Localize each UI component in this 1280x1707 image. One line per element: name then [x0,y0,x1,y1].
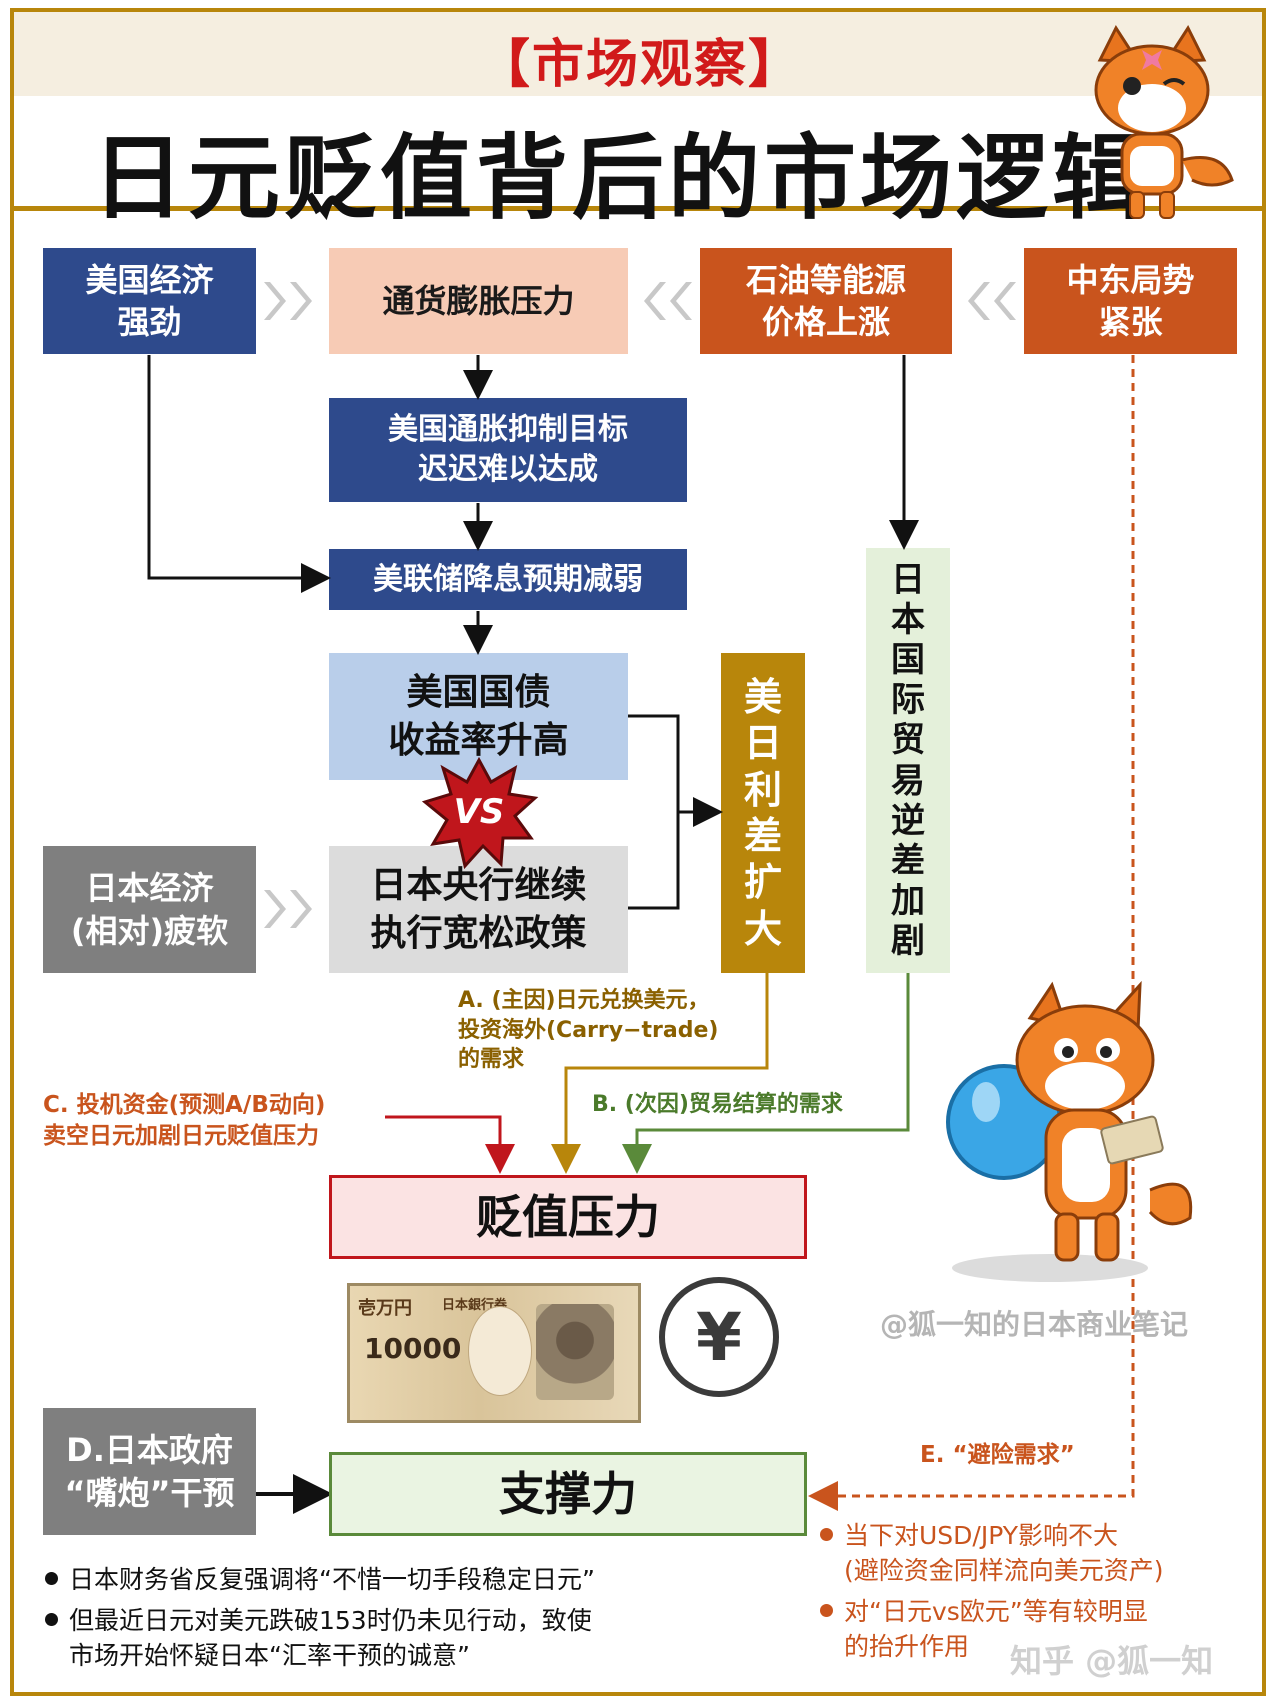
fox-mascot-top-icon [1094,24,1234,219]
rate-differential-box: 美 日 利 差 扩 大 [721,653,805,973]
yen-coin-icon: ¥ [659,1277,779,1397]
note-left-text: 日本财务省反复强调将“不惜一切手段稳定日元” [69,1565,595,1594]
header-tag: 【市场观察】 [477,35,802,95]
vs-badge-text: VS [453,792,505,832]
banknote-portrait [536,1304,614,1400]
bullet-dot-icon [45,1572,58,1585]
support-force-box: 支撑力 [329,1452,807,1536]
note-left-text: 但最近日元对美元跌破153时仍未见行动，致使 市场开始怀疑日本“汇率干预的诚意” [69,1606,592,1670]
label-e-safe-haven: E. “避险需求” [920,1442,1075,1468]
note-right-text: 对“日元vs欧元”等有较明显 的抬升作用 [844,1597,1148,1661]
oil-price-box: 石油等能源 价格上涨 [700,248,952,354]
note-right-text: 当下对USD/JPY影响不大 (避险资金同样流向美元资产) [844,1521,1164,1585]
fed-rate-cut-box: 美联储降息预期减弱 [329,549,687,610]
banknote-image: 壱万円 日本銀行券 10000 [347,1283,641,1423]
mideast-box: 中东局势 紧张 [1024,248,1237,354]
bullet-dot-icon [820,1528,833,1541]
notes-left-list: 日本财务省反复强调将“不惜一切手段稳定日元” 但最近日元对美元跌破153时仍未见… [43,1562,723,1679]
us-economy-box: 美国经济 强劲 [43,248,256,354]
note-left-item: 日本财务省反复强调将“不惜一切手段稳定日元” [43,1562,723,1597]
label-a-carry-trade: A. (主因)日元兑换美元， 投资海外(Carry−trade) 的需求 [458,988,719,1073]
watermark-text: @狐一知的日本商业笔记 [880,1308,1189,1341]
zhihu-watermark: 知乎 @狐一知 [1010,1642,1214,1680]
banknote-watermark-oval [468,1306,532,1396]
page-frame [10,8,1266,1696]
note-right-item: 当下对USD/JPY影响不大 (避险资金同样流向美元资产) [818,1518,1258,1588]
header-band [14,12,1262,96]
page-title: 日元贬值背后的市场逻辑 [91,125,1148,232]
title-divider [14,206,1262,211]
bullet-dot-icon [820,1604,833,1617]
trade-deficit-box: 日 本 国 际 贸 易 逆 差 加 剧 [866,548,950,973]
note-right-item: 对“日元vs欧元”等有较明显 的抬升作用 [818,1594,1258,1664]
jp-economy-box: 日本经济 (相对)疲软 [43,846,256,973]
inflation-box: 通货膨胀压力 [329,248,628,354]
label-b-trade-settlement: B. (次因)贸易结算的需求 [592,1092,843,1117]
depreciation-pressure-box: 贬值压力 [329,1175,807,1259]
us-inflation-target-box: 美国通胀抑制目标 迟迟难以达成 [329,398,687,502]
note-left-item: 但最近日元对美元跌破153时仍未见行动，致使 市场开始怀疑日本“汇率干预的诚意” [43,1603,723,1673]
banknote-top-text: 壱万円 [358,1298,412,1319]
banknote-value: 10000 [364,1332,462,1365]
gov-intervention-box: D.日本政府 “嘴炮”干预 [43,1408,256,1535]
label-c-speculation: C. 投机资金(预测A/B动向) 卖空日元加剧日元贬值压力 [43,1092,326,1150]
notes-right-list: 当下对USD/JPY影响不大 (避险资金同样流向美元资产) 对“日元vs欧元”等… [818,1518,1258,1670]
bullet-dot-icon [45,1613,58,1626]
